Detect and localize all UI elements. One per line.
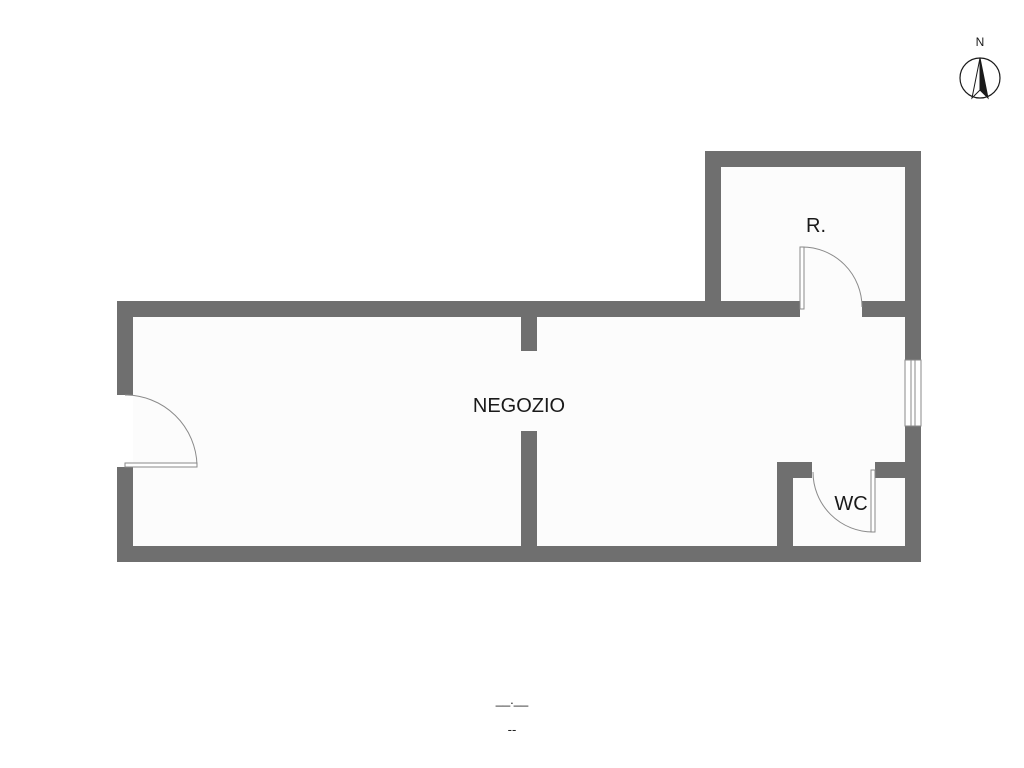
door-wc xyxy=(812,469,876,533)
wall-left-lower xyxy=(117,467,133,562)
walls xyxy=(117,151,921,562)
floor-areas xyxy=(133,167,905,546)
floor-storage xyxy=(721,167,905,317)
room-label-wc: WC xyxy=(834,493,867,515)
wall-partition-lower xyxy=(521,431,537,546)
door-storage xyxy=(799,246,863,310)
wall-storage-left xyxy=(705,151,721,317)
door-entrance xyxy=(124,394,198,468)
room-label-negozio: NEGOZIO xyxy=(473,395,565,417)
wall-left-upper xyxy=(117,301,133,395)
wall-wc-top-right xyxy=(875,462,905,478)
wall-right-upper xyxy=(905,151,921,360)
scale-label: __.__ xyxy=(495,692,529,707)
room-label-storage: R. xyxy=(806,215,826,237)
wall-storage-bottom-left xyxy=(705,301,800,317)
wall-right-lower xyxy=(905,426,921,562)
doors xyxy=(124,246,876,533)
north-arrow-icon: N xyxy=(959,35,1001,100)
wall-wc-top-left xyxy=(777,462,812,478)
wall-bottom xyxy=(117,546,921,562)
wall-storage-top xyxy=(705,151,921,167)
compass-label: N xyxy=(976,35,985,49)
floor-negozio xyxy=(133,317,905,546)
window-right xyxy=(904,359,922,427)
wall-partition-upper xyxy=(521,317,537,351)
scale-sublabel: -- xyxy=(507,722,517,737)
wall-wc-left xyxy=(777,462,793,546)
wall-top-main xyxy=(117,301,721,317)
